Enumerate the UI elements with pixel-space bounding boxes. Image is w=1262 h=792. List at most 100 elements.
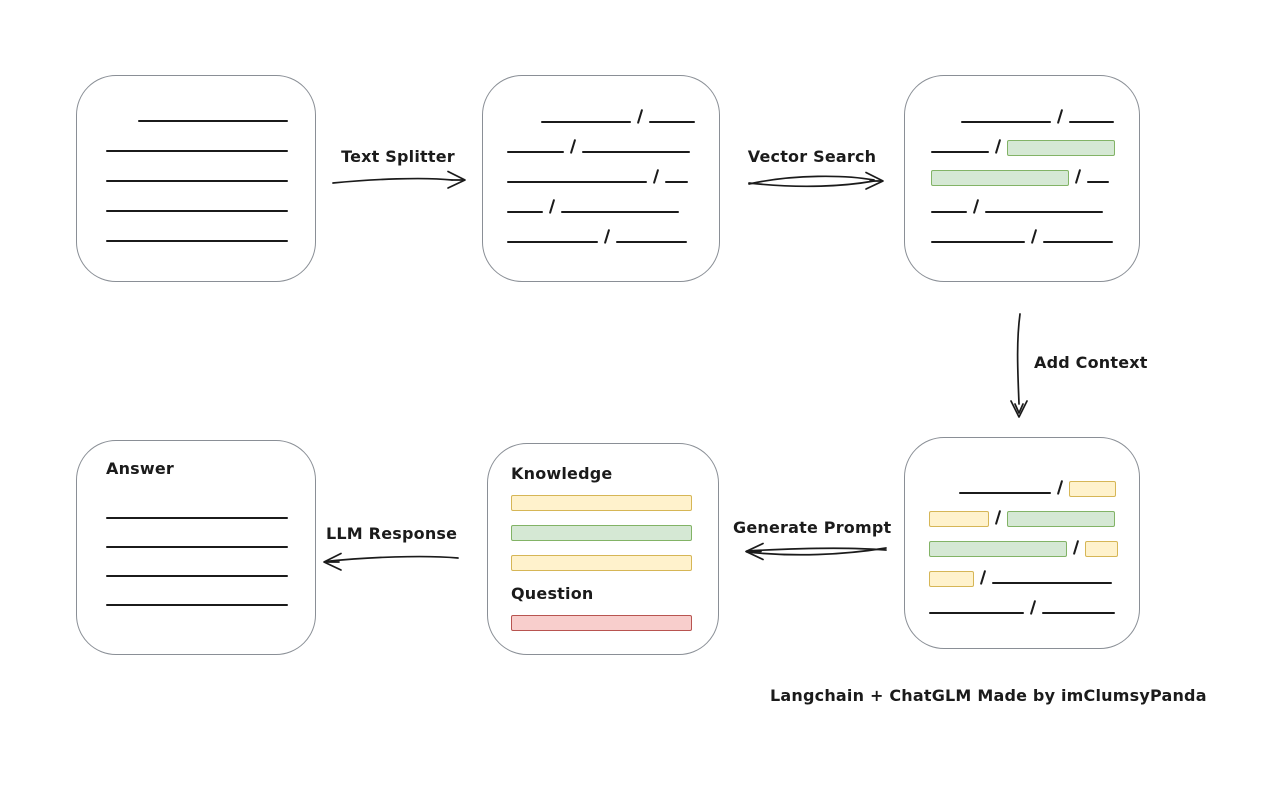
- node-vector-matches: [904, 75, 1140, 282]
- content-row: [931, 186, 1117, 216]
- text-line: [541, 121, 631, 123]
- content-row: Knowledge: [511, 458, 690, 488]
- answer-content: Answer: [77, 441, 315, 654]
- content-row: [507, 126, 699, 156]
- text-line: [649, 121, 696, 123]
- text-line: [106, 150, 288, 152]
- slash-separator: [1074, 168, 1082, 185]
- vector-match-lines: [905, 76, 1139, 281]
- content-row: [929, 467, 1117, 497]
- content-row: [511, 548, 692, 578]
- generate-prompt-label: Generate Prompt: [733, 518, 892, 537]
- add-context-arrow: [1010, 313, 1028, 418]
- node-split-chunks: [482, 75, 720, 282]
- document-lines: [77, 76, 315, 281]
- heading-knowledge: Knowledge: [511, 463, 613, 483]
- node-source-document: [76, 75, 316, 282]
- text-line: [106, 180, 288, 182]
- content-row: [507, 216, 699, 246]
- context-chunk-lines: [905, 438, 1139, 648]
- chunk-green: [1007, 511, 1116, 527]
- content-row: [106, 155, 288, 185]
- content-row: [929, 557, 1113, 587]
- text-line: [1042, 612, 1116, 614]
- content-row: Question: [511, 578, 690, 608]
- slash-separator: [1072, 539, 1080, 556]
- generate-prompt-arrow: [745, 542, 887, 561]
- slash-separator: [548, 198, 556, 215]
- content-row: [106, 215, 288, 245]
- text-line: [106, 517, 288, 519]
- node-answer: Answer: [76, 440, 316, 655]
- text-line: [665, 181, 689, 183]
- text-splitter-arrow: [332, 170, 466, 189]
- text-line: [1087, 181, 1110, 183]
- content-row: [931, 216, 1117, 246]
- chunk-green: [1007, 140, 1116, 156]
- text-line: [561, 211, 680, 213]
- text-line: [1069, 121, 1115, 123]
- text-line: [507, 151, 564, 153]
- chunk-yellow: [511, 495, 692, 511]
- slash-separator: [994, 138, 1002, 155]
- text-line: [961, 121, 1051, 123]
- slash-separator: [1030, 228, 1038, 245]
- content-row: [929, 587, 1116, 617]
- chunk-red: [511, 615, 692, 631]
- content-row: [106, 493, 288, 522]
- content-row: [931, 126, 1117, 156]
- content-row: [106, 125, 288, 155]
- text-splitter-label: Text Splitter: [341, 147, 455, 166]
- text-line: [959, 492, 1051, 494]
- text-line: [507, 241, 598, 243]
- text-line: [1043, 241, 1114, 243]
- text-line: [106, 210, 288, 212]
- chunk-green: [511, 525, 692, 541]
- heading-question: Question: [511, 583, 594, 603]
- chunk-yellow: [929, 511, 989, 527]
- text-line: [931, 241, 1025, 243]
- slash-separator: [603, 228, 611, 245]
- slash-separator: [979, 569, 987, 586]
- text-line: [507, 211, 543, 213]
- chunk-yellow: [511, 555, 692, 571]
- text-line: [929, 612, 1024, 614]
- node-context-chunks: [904, 437, 1140, 649]
- vector-search-arrow: [748, 171, 884, 190]
- content-row: [511, 608, 692, 638]
- slash-separator: [1029, 599, 1037, 616]
- chunk-yellow: [929, 571, 974, 587]
- text-line: [582, 151, 691, 153]
- content-row: [106, 185, 288, 215]
- vector-search-label: Vector Search: [747, 147, 877, 166]
- text-line: [106, 240, 288, 242]
- slash-separator: [569, 138, 577, 155]
- content-row: [106, 551, 288, 580]
- text-line: [985, 211, 1104, 213]
- content-row: [106, 95, 288, 125]
- slash-separator: [972, 198, 980, 215]
- diagram-caption: Langchain + ChatGLM Made by imClumsyPand…: [770, 686, 1207, 705]
- content-row: [507, 96, 699, 126]
- text-line: [106, 604, 288, 606]
- content-row: [929, 497, 1116, 527]
- heading-answer: Answer: [106, 458, 175, 478]
- chunk-yellow: [1085, 541, 1119, 557]
- slash-separator: [652, 168, 660, 185]
- slash-separator: [994, 509, 1002, 526]
- chunk-yellow: [1069, 481, 1117, 497]
- content-row: [507, 156, 699, 186]
- chunk-green: [931, 170, 1069, 186]
- add-context-label: Add Context: [1034, 353, 1148, 372]
- llm-response-arrow: [323, 552, 459, 571]
- content-row: [929, 527, 1119, 557]
- content-row: [106, 522, 288, 551]
- slash-separator: [1056, 108, 1064, 125]
- content-row: [931, 96, 1117, 126]
- text-line: [616, 241, 688, 243]
- text-line: [931, 151, 989, 153]
- content-row: Answer: [106, 453, 287, 483]
